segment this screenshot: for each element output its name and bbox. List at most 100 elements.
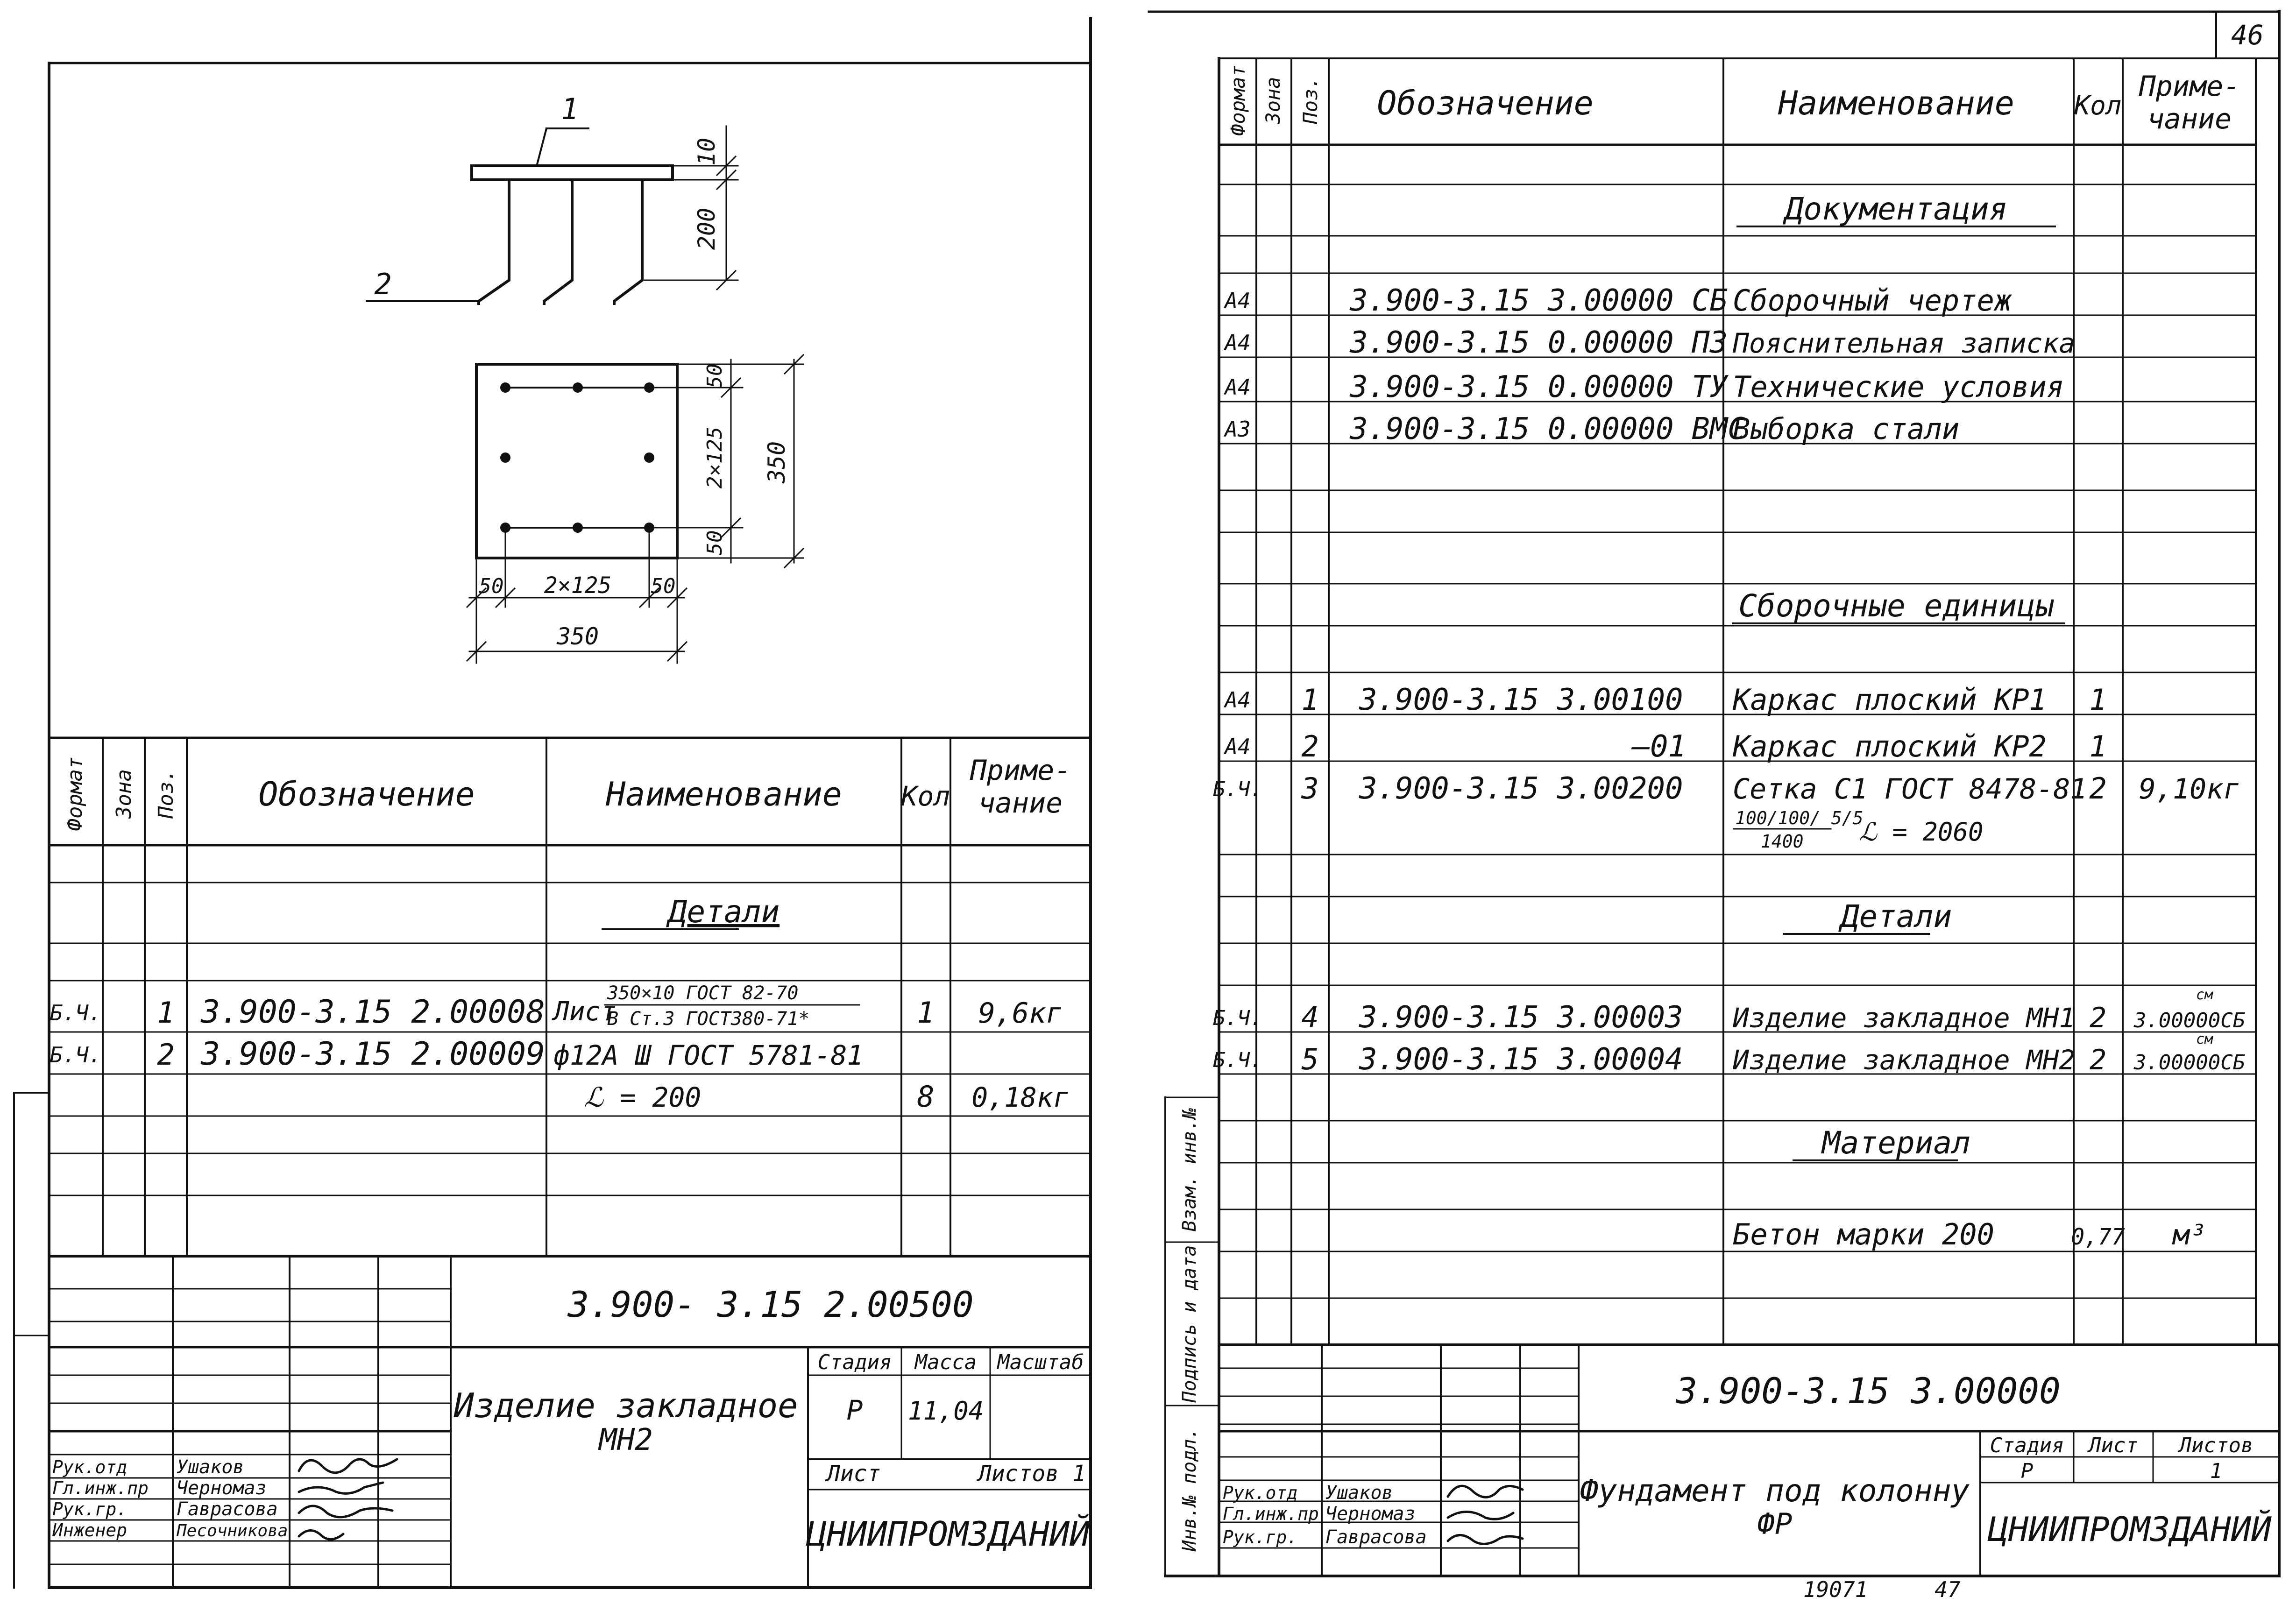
left-spec-grid bbox=[48, 736, 1092, 1257]
doc4-name: Выборка стали bbox=[1733, 412, 1959, 446]
doc2-format: А4 bbox=[1223, 330, 1250, 355]
sheet-number-box bbox=[2215, 11, 2280, 59]
asm1-designation: 3.900-3.15 3.00100 bbox=[1359, 683, 1683, 717]
right-organization: ЦНИИПРОМЗДАНИЙ bbox=[1987, 1510, 2272, 1549]
right-role-1: Рук.отд bbox=[1223, 1483, 1297, 1503]
callout-1: 1 bbox=[561, 92, 578, 126]
asm2-pos: 2 bbox=[1301, 729, 1318, 763]
doc1-name: Сборочный чертеж bbox=[1733, 283, 2013, 318]
right-title-line2: ФР bbox=[1757, 1507, 1793, 1541]
det1-format: Б.Ч. bbox=[1213, 1006, 1262, 1030]
right-col-zone-header: Зона bbox=[1261, 77, 1284, 124]
col-note-header-2: чание bbox=[978, 787, 1063, 820]
section-details-right: Детали bbox=[1838, 898, 1952, 934]
doc2-name: Пояснительная записка bbox=[1732, 327, 2075, 359]
callout-2: 2 bbox=[374, 267, 391, 301]
right-frame bbox=[1148, 10, 2281, 1577]
doc3-format: А4 bbox=[1223, 375, 1250, 400]
right-document-code: 3.900-3.15 3.00000 bbox=[1675, 1370, 2061, 1412]
right-role-3: Рук.гр. bbox=[1223, 1527, 1297, 1547]
asm3-note: 9,10кг bbox=[2139, 773, 2240, 806]
right-col-note-header-2: чание bbox=[2147, 103, 2232, 135]
left-stage-value: Р bbox=[847, 1394, 863, 1426]
row1-format: Б.Ч. bbox=[50, 1000, 102, 1025]
right-col-note-header: Приме- bbox=[2139, 70, 2240, 103]
det2-name: Изделие закладное МН2 bbox=[1732, 1044, 2075, 1076]
right-sheets-label: Листов bbox=[2177, 1434, 2253, 1457]
left-role-4: Инженер bbox=[52, 1520, 127, 1540]
col-name-header: Наименование bbox=[605, 775, 842, 813]
asm2-format: А4 bbox=[1223, 734, 1250, 759]
right-col-format-header: Формат bbox=[1226, 65, 1249, 136]
asm3-pos: 3 bbox=[1301, 771, 1318, 806]
bottom-number-1: 19071 bbox=[1803, 1577, 1868, 1602]
right-role-2: Гл.инж.пр bbox=[1223, 1504, 1319, 1524]
det2-format: Б.Ч. bbox=[1213, 1048, 1262, 1072]
right-title-block-text: 3.900-3.15 3.00000 Фундамент под колонну… bbox=[1223, 1370, 2272, 1549]
dim-10: 10 bbox=[693, 138, 720, 166]
bottom-number-2: 47 bbox=[1935, 1577, 1961, 1602]
plate-outline bbox=[470, 164, 674, 181]
row2-format: Б.Ч. bbox=[50, 1042, 102, 1067]
side-label-signature: Подпись и дата bbox=[1179, 1245, 1200, 1403]
left-document-code: 3.900- 3.15 2.00500 bbox=[567, 1284, 973, 1325]
left-spec-header: Формат Зона Поз. Обозначение Наименовани… bbox=[63, 754, 1071, 831]
asm3-mesh-width: 1400 bbox=[1761, 831, 1804, 852]
doc3-designation: 3.900-3.15 0.00000 ТУ bbox=[1349, 370, 1729, 404]
row1-designation: 3.900-3.15 2.00008 bbox=[200, 994, 545, 1031]
det1-qty: 2 bbox=[2090, 1002, 2106, 1034]
right-spec-grid bbox=[1218, 57, 2257, 1346]
col-designation-header: Обозначение bbox=[258, 775, 475, 813]
doc2-designation: 3.900-3.15 0.00000 ПЗ bbox=[1349, 325, 1728, 360]
right-spec-header: Формат Зона Поз. Обозначение Наименовани… bbox=[1226, 65, 2240, 136]
det1-note-prefix: см bbox=[2196, 987, 2213, 1003]
side-label-replace: Взам. инв.№ bbox=[1179, 1108, 1200, 1232]
det2-note: 3.00000СБ bbox=[2133, 1051, 2246, 1074]
det1-name: Изделие закладное МН1 bbox=[1732, 1002, 2075, 1034]
left-scale-label: Масштаб bbox=[996, 1350, 1084, 1374]
asm3-qty: 2 bbox=[2089, 771, 2106, 806]
left-person-3: Гаврасова bbox=[177, 1498, 278, 1520]
doc4-designation: 3.900-3.15 0.00000 ВМС bbox=[1349, 412, 1746, 446]
section-material: Материал bbox=[1821, 1125, 1970, 1161]
row1-name-prefix: Лист bbox=[552, 996, 617, 1027]
left-title-block-grid bbox=[48, 1255, 1092, 1589]
right-person-2: Черномаз bbox=[1325, 1503, 1416, 1525]
col-format-header: Формат bbox=[63, 757, 87, 831]
dim-50-top: 50 bbox=[703, 364, 727, 389]
asm1-qty: 1 bbox=[2089, 683, 2106, 717]
dim-350-vertical: 350 bbox=[763, 441, 790, 484]
left-sheet-label: Лист bbox=[825, 1461, 881, 1487]
sheet-number: 46 bbox=[2231, 19, 2264, 51]
row1-qty: 1 bbox=[917, 996, 934, 1030]
col-pos-header: Поз. bbox=[154, 769, 178, 819]
det1-pos: 4 bbox=[1301, 1000, 1318, 1034]
row1-name-bottom: В Ст.3 ГОСТ380-71* bbox=[607, 1008, 809, 1030]
row3-note: 0,18кг bbox=[971, 1081, 1070, 1113]
asm3-designation: 3.900-3.15 3.00200 bbox=[1359, 771, 1683, 806]
right-stage-label: Стадия bbox=[1990, 1434, 2064, 1457]
right-title-line1: Фундамент под колонну bbox=[1580, 1473, 1970, 1509]
left-mass-value: 11,04 bbox=[908, 1396, 984, 1426]
dim-350-horizontal: 350 bbox=[556, 623, 599, 650]
asm3-format: Б.Ч. bbox=[1213, 777, 1262, 801]
left-title-line1: Изделие закладное bbox=[454, 1386, 798, 1425]
left-person-1: Ушаков bbox=[177, 1456, 244, 1478]
doc1-format: А4 bbox=[1223, 288, 1250, 313]
section-assembly-units: Сборочные единицы bbox=[1738, 588, 2054, 624]
left-frame bbox=[13, 17, 1092, 1589]
left-stage-label: Стадия bbox=[818, 1350, 892, 1374]
left-organization: ЦНИИПРОМЗДАНИЙ bbox=[806, 1514, 1091, 1554]
row2-pos: 2 bbox=[157, 1038, 174, 1072]
right-col-pos-header: Поз. bbox=[1299, 77, 1322, 124]
dim-50-bottom: 50 bbox=[703, 530, 727, 555]
row1-name-top: 350×10 ГОСТ 82-70 bbox=[607, 982, 798, 1004]
dim-50-left: 50 bbox=[479, 574, 504, 598]
right-col-designation-header: Обозначение bbox=[1377, 84, 1594, 122]
left-mass-label: Масса bbox=[914, 1350, 977, 1374]
left-title-line2: МН2 bbox=[598, 1423, 653, 1457]
left-role-3: Рук.гр. bbox=[52, 1499, 127, 1519]
right-stage-value: Р bbox=[2021, 1459, 2034, 1483]
det1-designation: 3.900-3.15 3.00003 bbox=[1359, 1000, 1683, 1035]
